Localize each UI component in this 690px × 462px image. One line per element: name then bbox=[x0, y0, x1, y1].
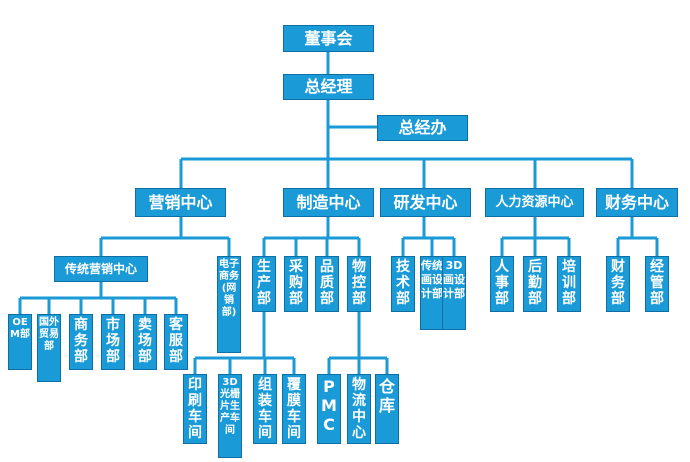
tech-dept-node: 技术部 bbox=[391, 256, 415, 312]
oem-node: OEM部 bbox=[8, 314, 32, 370]
manufacturing-center-node: 制造中心 bbox=[283, 188, 374, 217]
printing-workshop-node: 印刷车间 bbox=[183, 374, 207, 444]
logistics-center-node: 物流中心 bbox=[347, 374, 371, 444]
pmc-node: PMC bbox=[317, 374, 341, 444]
rnd-center-node: 研发中心 bbox=[380, 188, 471, 217]
purchasing-dept-node: 采购部 bbox=[284, 256, 308, 312]
grating-workshop-node: 3D光栅片生产车间 bbox=[218, 374, 242, 458]
finance-center-node: 财务中心 bbox=[596, 188, 678, 217]
laminating-workshop-node: 覆膜车间 bbox=[282, 374, 306, 444]
control-dept-node: 物控部 bbox=[347, 256, 371, 312]
design-3d-node: 3D画设计部 bbox=[442, 256, 466, 330]
gm-office-node: 总经办 bbox=[377, 115, 468, 141]
traditional-sales-node: 传统营销中心 bbox=[54, 256, 148, 282]
finance-dept-node: 财务部 bbox=[606, 256, 630, 312]
warehouse-node: 仓库 bbox=[375, 374, 399, 444]
service-dept-node: 客服部 bbox=[164, 314, 188, 370]
store-dept-node: 卖场部 bbox=[133, 314, 157, 370]
logistics-dept-node: 后勤部 bbox=[523, 256, 547, 312]
ecommerce-node: 电子商务(网销部) bbox=[217, 256, 241, 353]
production-dept-node: 生产部 bbox=[252, 256, 276, 312]
personnel-dept-node: 人事部 bbox=[490, 256, 514, 312]
business-dept-node: 商务部 bbox=[69, 314, 93, 370]
hr-center-node: 人力资源中心 bbox=[485, 188, 584, 217]
gm-node: 总经理 bbox=[283, 74, 374, 100]
traditional-design-node: 传统画设计部 bbox=[420, 256, 444, 330]
sales-center-node: 营销中心 bbox=[135, 188, 226, 217]
board-node: 董事会 bbox=[283, 25, 374, 52]
assembly-workshop-node: 组装车间 bbox=[253, 374, 277, 444]
foreign-trade-node: 国外贸易部 bbox=[37, 314, 61, 382]
management-dept-node: 经管部 bbox=[645, 256, 669, 312]
market-dept-node: 市场部 bbox=[101, 314, 125, 370]
quality-dept-node: 品质部 bbox=[315, 256, 339, 312]
training-dept-node: 培训部 bbox=[557, 256, 581, 312]
